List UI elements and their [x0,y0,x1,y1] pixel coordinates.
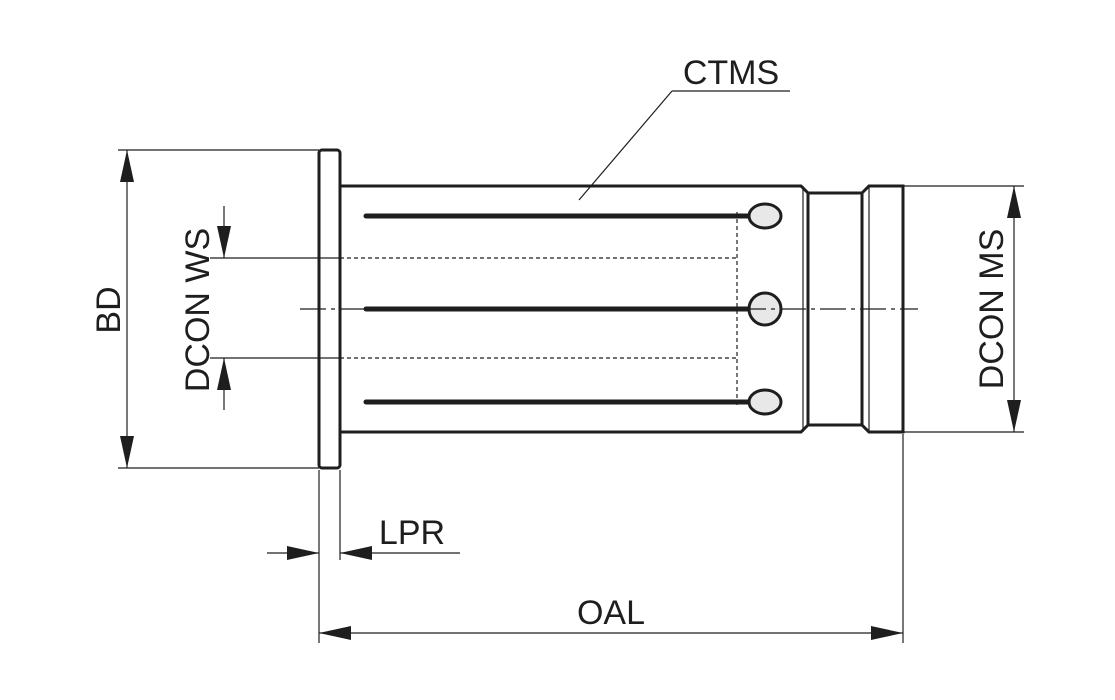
dcon-ms-label: DCON MS [973,229,1011,390]
oal-label: OAL [577,594,645,632]
bd-dimension [120,150,134,468]
ctms-leader [578,90,790,201]
oal-dimension [319,626,903,640]
dcon-ws-label: DCON WS [179,228,217,392]
dcon-ws-dimension [217,206,231,410]
bd-label: BD [90,286,128,333]
hidden-bore-lines [340,212,738,405]
extension-lines [118,149,1024,643]
lpr-label: LPR [379,514,445,552]
lpr-dimension [267,546,460,560]
ctms-label: CTMS [683,54,779,92]
dcon-ms-dimension [1007,186,1021,432]
